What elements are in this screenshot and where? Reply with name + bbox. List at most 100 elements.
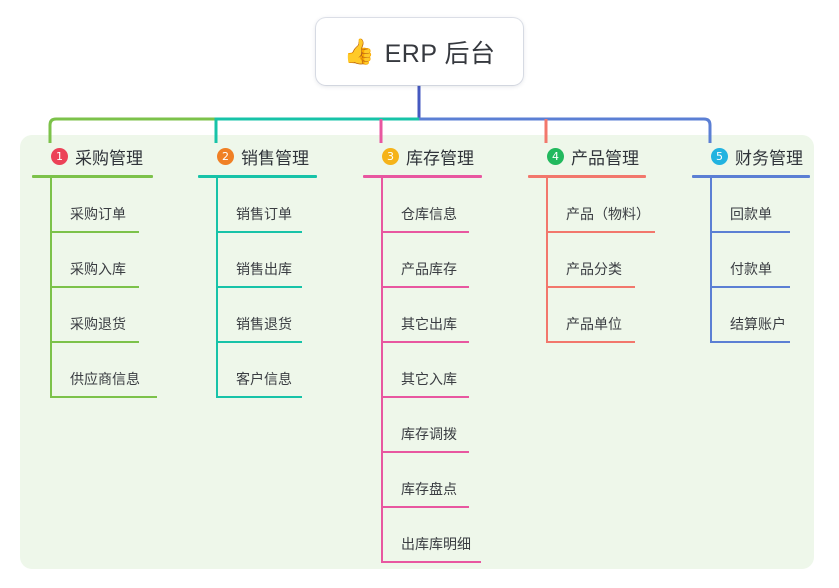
leaf-rule — [218, 396, 302, 398]
leaf-node[interactable]: 采购退货 — [34, 288, 182, 343]
leaf-label: 采购入库 — [70, 261, 126, 277]
leaf-node[interactable]: 回款单 — [694, 178, 839, 233]
branch-header-rule — [32, 175, 153, 178]
branch-title: 库存管理 — [406, 148, 474, 168]
branch-header-rule — [363, 175, 482, 178]
leaf-node[interactable]: 采购订单 — [34, 178, 182, 233]
branch-title: 财务管理 — [735, 148, 803, 168]
leaf-rule — [383, 341, 469, 343]
leaf-node[interactable]: 其它出库 — [365, 288, 513, 343]
leaf-node[interactable]: 产品库存 — [365, 233, 513, 288]
leaf-list: 产品（物料） 产品分类产品单位 — [528, 178, 678, 343]
leaf-rule — [218, 231, 302, 233]
branch-spine — [50, 178, 52, 398]
leaf-list: 回款单付款单结算账户 — [692, 178, 839, 343]
branch-spine — [381, 178, 383, 563]
leaf-node[interactable]: 出库库明细 — [365, 508, 513, 563]
branch-column-2: 2 销售管理销售订单销售出库销售退货客户信息 — [198, 143, 348, 398]
leaf-label: 回款单 — [730, 206, 772, 222]
leaf-node[interactable]: 销售退货 — [200, 288, 348, 343]
branch-spine — [710, 178, 712, 343]
leaf-label: 仓库信息 — [401, 206, 457, 222]
leaf-node[interactable]: 客户信息 — [200, 343, 348, 398]
leaf-node[interactable]: 产品单位 — [530, 288, 678, 343]
leaf-label: 库存调拨 — [401, 426, 457, 442]
leaf-node[interactable]: 销售订单 — [200, 178, 348, 233]
leaf-label: 供应商信息 — [70, 371, 140, 387]
branch-number-badge: 3 — [382, 147, 399, 165]
leaf-label: 其它出库 — [401, 316, 457, 332]
leaf-label: 产品库存 — [401, 261, 457, 277]
branch-number-badge: 5 — [711, 147, 728, 165]
leaf-node[interactable]: 其它入库 — [365, 343, 513, 398]
leaf-rule — [52, 231, 139, 233]
branch-column-1: 1 采购管理采购订单采购入库采购退货供应商信息 — [32, 143, 182, 398]
leaf-rule — [218, 341, 302, 343]
leaf-node[interactable]: 供应商信息 — [34, 343, 182, 398]
leaf-node[interactable]: 付款单 — [694, 233, 839, 288]
branch-title: 销售管理 — [241, 148, 309, 168]
branch-header-rule — [528, 175, 646, 178]
leaf-rule — [218, 286, 302, 288]
leaf-rule — [52, 396, 157, 398]
leaf-rule — [548, 341, 635, 343]
leaf-label: 其它入库 — [401, 371, 457, 387]
root-node[interactable]: 👍 ERP 后台 — [316, 18, 523, 85]
branch-spine — [216, 178, 218, 398]
leaf-node[interactable]: 采购入库 — [34, 233, 182, 288]
leaf-node[interactable]: 库存盘点 — [365, 453, 513, 508]
leaf-rule — [712, 231, 790, 233]
leaf-rule — [383, 451, 469, 453]
branches-panel — [20, 135, 814, 569]
leaf-rule — [383, 506, 469, 508]
leaf-rule — [383, 286, 469, 288]
branch-number-badge: 2 — [217, 147, 234, 165]
branch-header-4[interactable]: 4 产品管理 — [528, 143, 678, 169]
thumbs-up-icon: 👍 — [343, 37, 375, 66]
leaf-node[interactable]: 销售出库 — [200, 233, 348, 288]
branch-header-1[interactable]: 1 采购管理 — [32, 143, 182, 169]
branch-header-rule — [198, 175, 317, 178]
leaf-list: 采购订单采购入库采购退货供应商信息 — [32, 178, 182, 398]
branch-header-2[interactable]: 2 销售管理 — [198, 143, 348, 169]
branch-column-5: 5 财务管理回款单付款单结算账户 — [692, 143, 839, 343]
leaf-label: 产品单位 — [566, 316, 622, 332]
leaf-label: 销售订单 — [236, 206, 292, 222]
leaf-rule — [548, 231, 655, 233]
leaf-label: 客户信息 — [236, 371, 292, 387]
branch-header-rule — [692, 175, 810, 178]
branch-spine — [546, 178, 548, 343]
branch-column-4: 4 产品管理产品（物料） 产品分类产品单位 — [528, 143, 678, 343]
branch-title: 采购管理 — [75, 148, 143, 168]
leaf-node[interactable]: 产品分类 — [530, 233, 678, 288]
leaf-label: 结算账户 — [730, 316, 786, 332]
leaf-rule — [712, 341, 790, 343]
leaf-label: 采购退货 — [70, 316, 126, 332]
branch-title: 产品管理 — [571, 148, 639, 168]
leaf-rule — [52, 341, 139, 343]
leaf-label: 销售退货 — [236, 316, 292, 332]
leaf-label: 出库库明细 — [401, 536, 471, 552]
leaf-label: 产品分类 — [566, 261, 622, 277]
branch-header-5[interactable]: 5 财务管理 — [692, 143, 839, 169]
leaf-list: 仓库信息产品库存其它出库其它入库库存调拨库存盘点出库库明细 — [363, 178, 513, 563]
branch-header-3[interactable]: 3 库存管理 — [363, 143, 513, 169]
leaf-rule — [548, 286, 635, 288]
leaf-rule — [383, 231, 469, 233]
leaf-label: 产品（物料） — [566, 206, 650, 222]
branch-number-badge: 1 — [51, 147, 68, 165]
branch-column-3: 3 库存管理仓库信息产品库存其它出库其它入库库存调拨库存盘点出库库明细 — [363, 143, 513, 563]
leaf-label: 销售出库 — [236, 261, 292, 277]
leaf-label: 采购订单 — [70, 206, 126, 222]
leaf-rule — [52, 286, 139, 288]
leaf-node[interactable]: 仓库信息 — [365, 178, 513, 233]
root-title: ERP 后台 — [384, 39, 496, 68]
leaf-node[interactable]: 库存调拨 — [365, 398, 513, 453]
leaf-node[interactable]: 产品（物料） — [530, 178, 678, 233]
leaf-label: 库存盘点 — [401, 481, 457, 497]
branch-number-badge: 4 — [547, 147, 564, 165]
leaf-rule — [383, 561, 481, 563]
leaf-node[interactable]: 结算账户 — [694, 288, 839, 343]
leaf-label: 付款单 — [730, 261, 772, 277]
